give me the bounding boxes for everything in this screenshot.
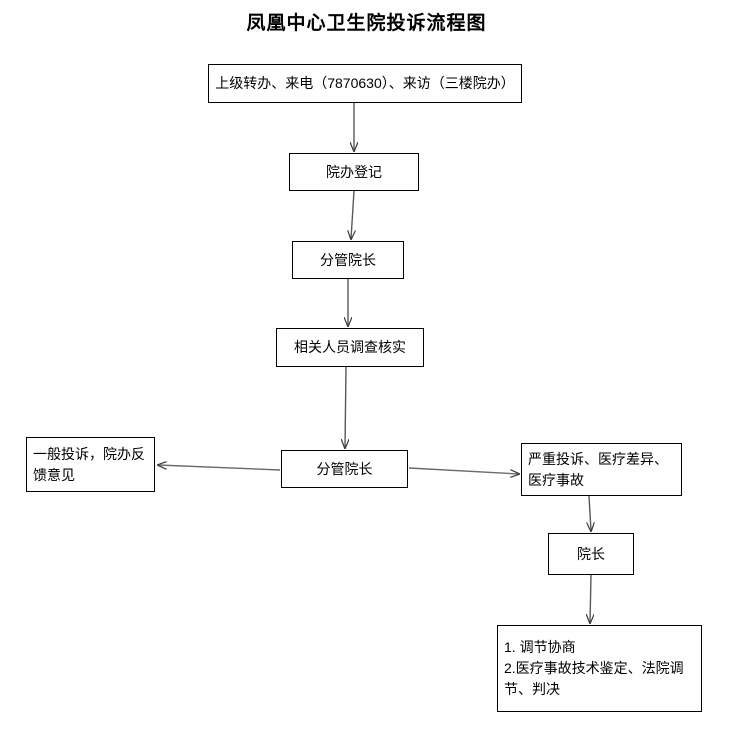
- node-general-complaint-label: 一般投诉，院办反 馈意见: [33, 445, 145, 483]
- edge-vp2-to-general: [158, 465, 281, 471]
- page-title: 凤凰中心卫生院投诉流程图: [246, 13, 487, 34]
- edge-investigate-to-vp2: [345, 366, 346, 448]
- node-register-label: 院办登记: [326, 163, 382, 180]
- edge-register-to-vp1: [351, 190, 354, 239]
- node-resolution-options[interactable]: 1. 调节协商 2.医疗事故技术鉴定、法院调 节、判决: [497, 625, 702, 712]
- node-resolution-options-label: 1. 调节协商 2.医疗事故技术鉴定、法院调 节、判决: [504, 639, 684, 697]
- node-vice-president-2-label: 分管院长: [316, 460, 373, 477]
- edge-serious-to-director: [589, 495, 591, 531]
- node-intake[interactable]: 上级转办、来电（7870630）、来访（三楼院办）: [208, 64, 522, 103]
- node-director[interactable]: 院长: [548, 533, 634, 575]
- node-serious-complaint-label: 严重投诉、医疗差异、 医疗事故: [528, 450, 668, 488]
- node-vice-president-2[interactable]: 分管院长: [281, 450, 408, 488]
- node-serious-complaint[interactable]: 严重投诉、医疗差异、 医疗事故: [521, 443, 682, 496]
- node-intake-label: 上级转办、来电（7870630）、来访（三楼院办）: [215, 75, 515, 92]
- node-director-label: 院长: [577, 545, 605, 562]
- node-vice-president-1[interactable]: 分管院长: [292, 241, 404, 279]
- node-register[interactable]: 院办登记: [289, 153, 419, 191]
- node-investigate[interactable]: 相关人员调查核实: [276, 328, 424, 367]
- edge-vp2-to-serious: [408, 467, 519, 474]
- node-investigate-label: 相关人员调查核实: [294, 339, 406, 356]
- node-general-complaint[interactable]: 一般投诉，院办反 馈意见: [26, 437, 155, 492]
- node-vice-president-1-label: 分管院长: [320, 251, 376, 268]
- edge-director-to-resolution: [590, 574, 591, 623]
